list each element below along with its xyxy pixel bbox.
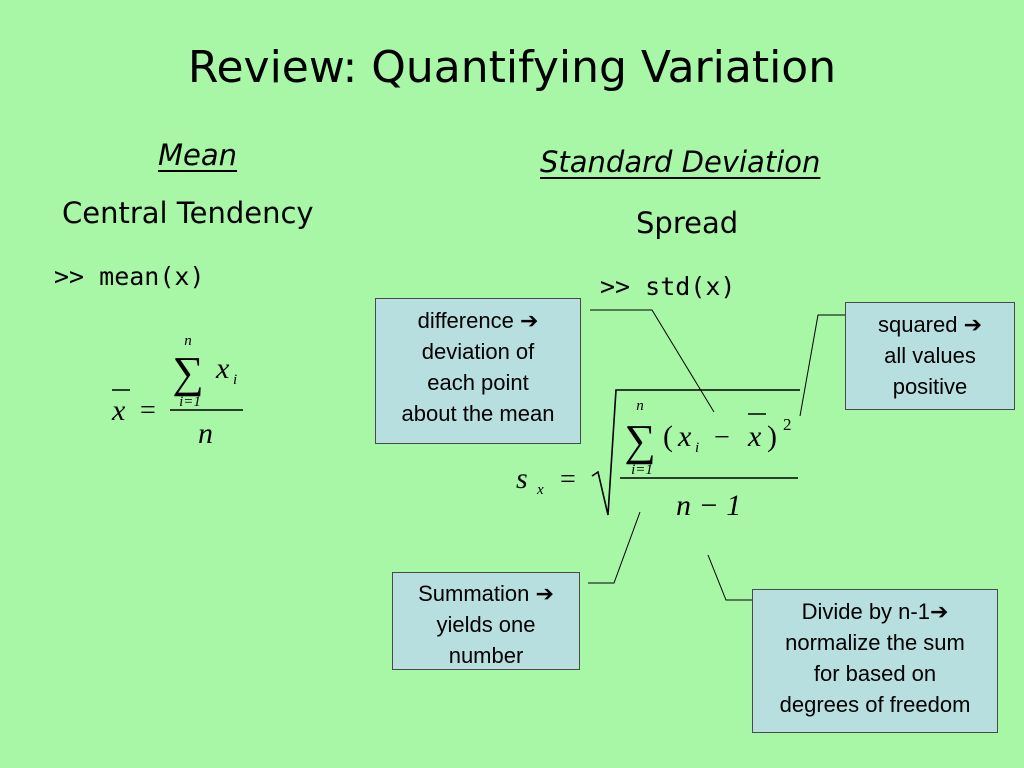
callout-line: yields one (436, 612, 536, 637)
callout-line: all values (884, 343, 976, 368)
callout-line: about the mean (401, 401, 555, 426)
callout-line: normalize the sum (785, 630, 965, 655)
std-heading: Standard Deviation (540, 145, 821, 179)
mean-formula: x = n ∑ i=1 x i n (111, 333, 243, 450)
mean-command: >> mean(x) (54, 262, 205, 291)
callout-line: squared ➔ (877, 312, 983, 337)
std-mean: x (747, 420, 762, 453)
callout-line: number (448, 643, 524, 668)
spread-label: Spread (636, 206, 739, 240)
std-command: >> std(x) (600, 272, 736, 301)
mean-term: x (215, 352, 230, 385)
callout-line: deviation of (421, 339, 535, 364)
central-tendency-label: Central Tendency (62, 196, 314, 230)
callout-divide: Divide by n-1➔ normalize the sum for bas… (752, 589, 998, 733)
std-term: x (677, 420, 692, 453)
callout-line: degrees of freedom (779, 692, 971, 717)
squared-leader (799, 314, 845, 417)
difference-leader (590, 309, 715, 413)
std-denominator: n − 1 (676, 489, 741, 522)
std-sum-lower: i=1 (631, 462, 653, 478)
sigma-icon: ∑ (172, 348, 203, 397)
callout-line: difference ➔ (417, 308, 539, 333)
callout-squared: squared ➔ all values positive (845, 302, 1015, 410)
std-formula: s x = n ∑ i=1 ( x i − x ) 2 n − 1 (516, 389, 800, 522)
summation-leader (588, 511, 641, 584)
std-exponent: 2 (783, 415, 792, 434)
callout-line: Summation ➔ (418, 581, 554, 606)
std-lhs-sub: x (536, 482, 544, 498)
std-minus: − (714, 422, 730, 453)
mean-sum-lower: i=1 (179, 394, 201, 410)
callout-line: for based on (813, 661, 937, 686)
sqrt-radical-icon (591, 389, 800, 516)
std-equals: = (560, 464, 576, 495)
mean-term-sub: i (233, 372, 237, 388)
divide-leader (707, 554, 752, 601)
mean-lhs: x (111, 394, 126, 427)
mean-heading: Mean (158, 138, 238, 172)
std-sum-upper: n (636, 398, 644, 414)
mean-equals: = (140, 395, 156, 426)
callout-difference: difference ➔ deviation of each point abo… (375, 298, 581, 444)
std-close-paren: ) (767, 420, 777, 453)
mean-sum-upper: n (184, 333, 192, 349)
std-open-paren: ( (663, 420, 673, 453)
callout-line: each point (427, 370, 529, 395)
std-term-sub: i (695, 440, 699, 456)
slide-title: Review: Quantifying Variation (187, 42, 837, 93)
sigma-icon: ∑ (624, 416, 655, 465)
leader-lines (588, 309, 845, 601)
mean-denominator: n (198, 417, 213, 450)
callout-summation: Summation ➔ yields one number (392, 572, 580, 670)
std-lhs: s (516, 462, 528, 495)
callout-line: positive (892, 374, 968, 399)
callout-line: Divide by n-1➔ (801, 599, 949, 624)
